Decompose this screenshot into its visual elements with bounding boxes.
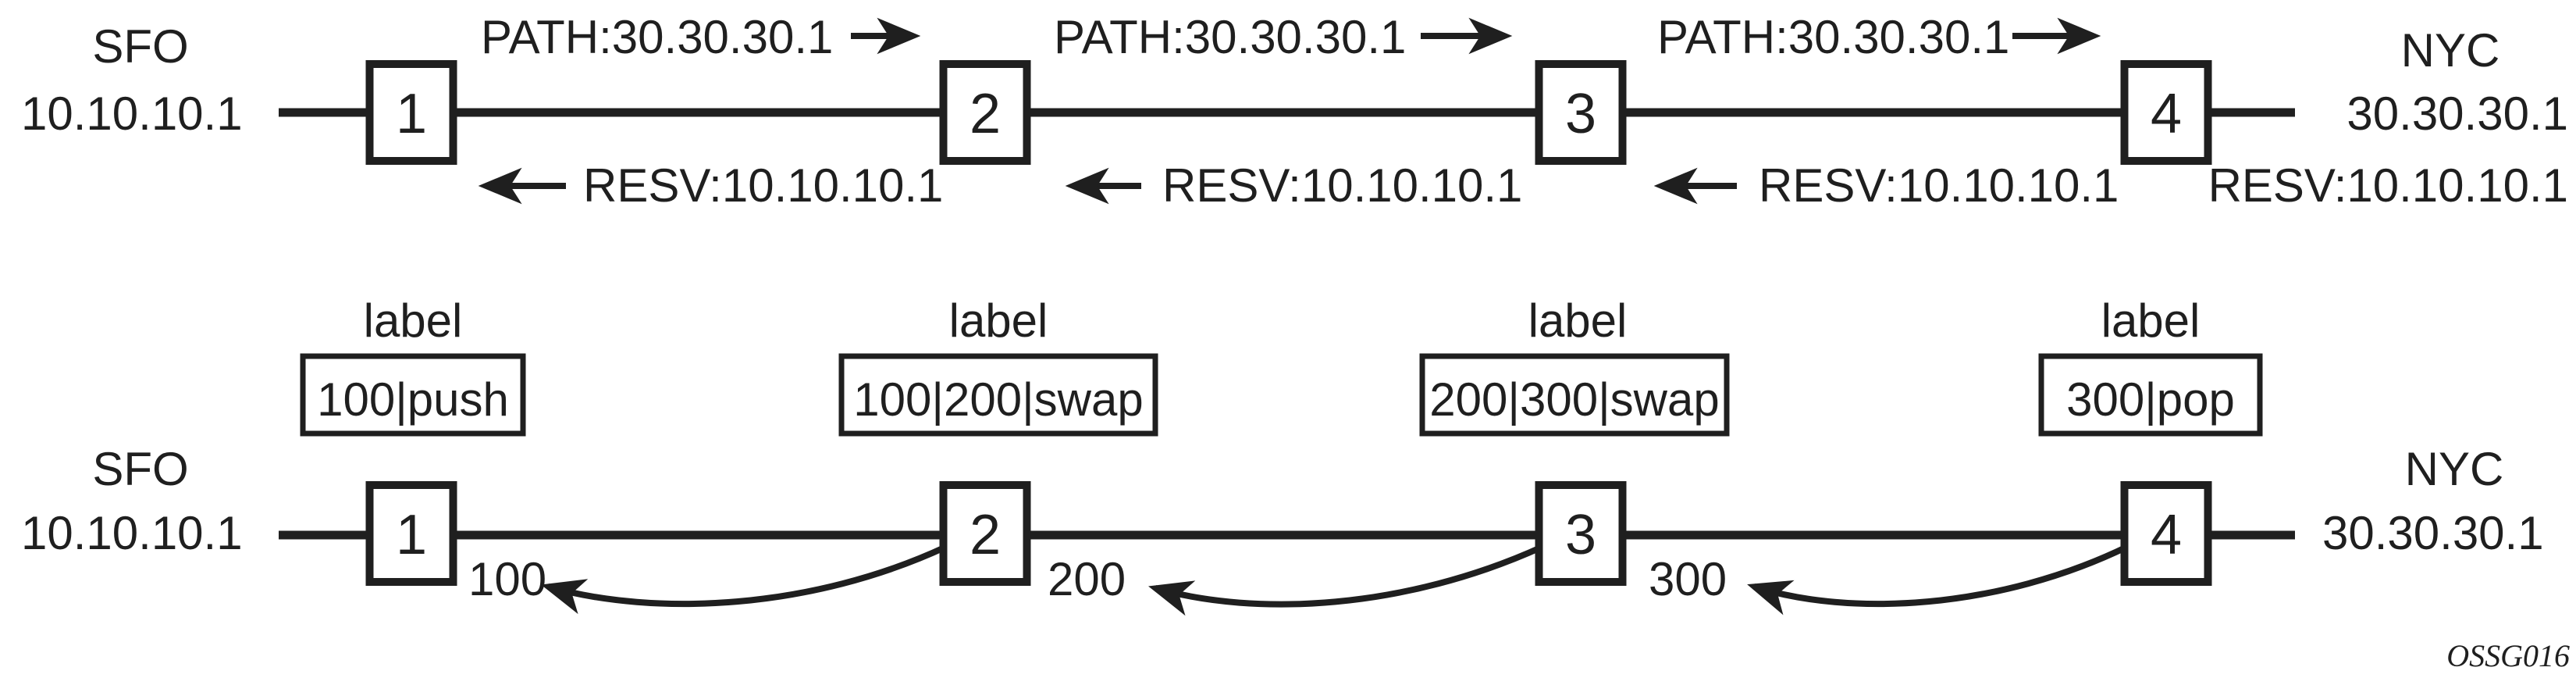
label-advert-arrow-2-icon <box>1148 544 1544 616</box>
label-node-3-label: 3 <box>1565 504 1596 566</box>
rsvp-node-2-box <box>939 60 1031 165</box>
label-right-city: NYC <box>2405 443 2504 495</box>
path-message-3: PATH:30.30.30.1 <box>1657 11 2009 63</box>
rsvp-signaling-diagram: PATH:30.30.30.1 PATH:30.30.30.1 PATH:30.… <box>21 11 2568 212</box>
label-op-2: 100|200|swap <box>853 373 1143 426</box>
label-left-ip: 10.10.10.1 <box>21 507 243 559</box>
label-node-4-label: 4 <box>2151 504 2182 566</box>
rsvp-node-1-box <box>365 60 457 165</box>
rsvp-node-4-label: 4 <box>2151 83 2182 145</box>
label-node-3-box <box>1535 481 1627 586</box>
resv-message-1: RESV:10.10.10.1 <box>583 159 943 212</box>
rsvp-right-city: NYC <box>2401 24 2500 77</box>
label-node-4-box <box>2120 481 2212 586</box>
label-caption-3: label <box>1528 294 1628 347</box>
label-right-ip: 30.30.30.1 <box>2322 507 2544 559</box>
rsvp-node-2-label: 2 <box>970 83 1001 145</box>
label-left-city: SFO <box>92 443 188 495</box>
resv-message-4: RESV:10.10.10.1 <box>2208 159 2568 212</box>
label-advert-arrow-1-icon <box>541 544 948 615</box>
rsvp-left-ip: 10.10.10.1 <box>21 87 243 140</box>
label-op-2-box <box>838 353 1158 437</box>
resv-message-3: RESV:10.10.10.1 <box>1759 159 2119 212</box>
label-advert-arrow-3-icon <box>1747 544 2129 616</box>
label-caption-2: label <box>949 294 1048 347</box>
label-op-1: 100|push <box>317 373 509 426</box>
advertised-label-300: 300 <box>1649 553 1727 605</box>
path-message-2: PATH:30.30.30.1 <box>1054 11 1406 63</box>
rsvp-node-1-label: 1 <box>396 83 427 145</box>
label-distribution-diagram: label label label label 100|push 100|200… <box>21 294 2544 616</box>
rsvp-node-3-box <box>1535 60 1627 165</box>
label-op-4-box <box>2038 353 2263 437</box>
label-node-1-label: 1 <box>396 504 427 566</box>
label-op-4: 300|pop <box>2066 373 2235 426</box>
advertised-label-100: 100 <box>468 553 546 605</box>
rsvp-left-city: SFO <box>92 20 188 73</box>
label-op-3-box <box>1419 353 1730 437</box>
label-caption-1: label <box>364 294 463 347</box>
advertised-label-200: 200 <box>1048 553 1126 605</box>
label-op-1-box <box>300 353 526 437</box>
rsvp-node-3-label: 3 <box>1565 83 1596 145</box>
label-node-2-label: 2 <box>970 504 1001 566</box>
rsvp-node-4-box <box>2120 60 2212 165</box>
label-op-3: 200|300|swap <box>1429 373 1719 426</box>
figure-id-watermark: OSSG016 <box>2446 638 2570 673</box>
resv-message-2: RESV:10.10.10.1 <box>1162 159 1522 212</box>
label-node-2-box <box>939 481 1031 586</box>
path-message-1: PATH:30.30.30.1 <box>481 11 833 63</box>
label-caption-4: label <box>2101 294 2201 347</box>
label-node-1-box <box>365 481 457 586</box>
rsvp-right-ip: 30.30.30.1 <box>2347 87 2568 140</box>
